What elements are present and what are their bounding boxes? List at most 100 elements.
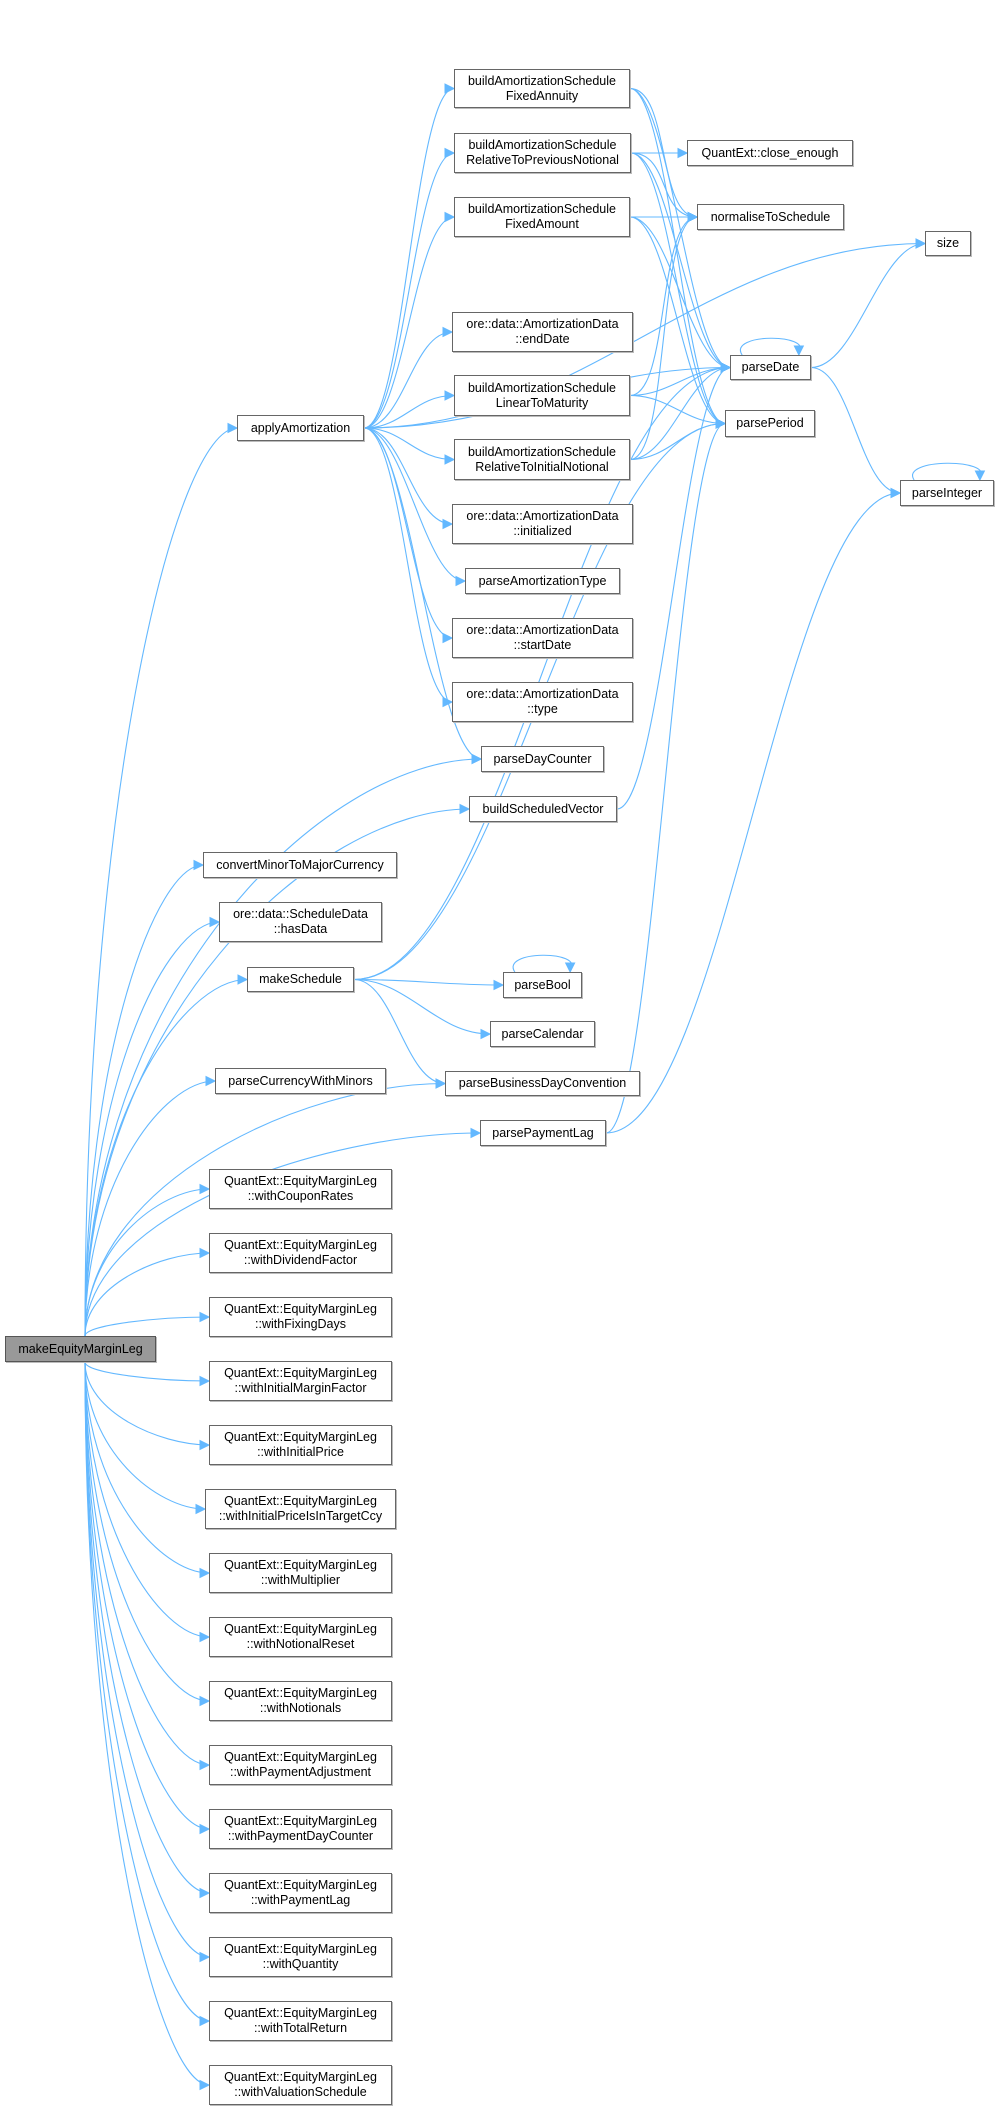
edge-arrowhead	[444, 454, 456, 465]
edge-linear-to-normalise	[629, 216, 698, 397]
node-label: QuantExt::EquityMarginLeg	[224, 1814, 377, 1828]
node-label: QuantExt::EquityMarginLeg	[224, 1878, 377, 1892]
node-label: QuantExt::EquityMarginLeg	[224, 2070, 377, 2084]
edge-applyAmort-to-startDate	[363, 427, 453, 639]
node-initialized[interactable]: ore::data::AmortizationData::initialized	[452, 504, 633, 544]
node-label: QuantExt::EquityMarginLeg	[224, 1366, 377, 1380]
node-label: parsePaymentLag	[492, 1125, 594, 1140]
edge-arrowhead	[199, 1631, 211, 1643]
edge-makeSchedule-to-parseCalendar	[353, 978, 491, 1035]
edge-arrowhead	[915, 238, 927, 249]
node-label: FixedAmount	[505, 217, 579, 231]
node-parse-calendar[interactable]: parseCalendar	[490, 1021, 595, 1047]
node-label: ::withNotionals	[259, 1701, 342, 1715]
node-build-scheduled-vector[interactable]: buildScheduledVector	[469, 796, 617, 822]
node-root[interactable]: makeEquityMarginLeg	[5, 1336, 156, 1362]
node-w-payment-adj[interactable]: QuantExt::EquityMarginLeg::withPaymentAd…	[209, 1745, 392, 1785]
node-w-payment-d-c[interactable]: QuantExt::EquityMarginLeg::withPaymentDa…	[209, 1809, 392, 1849]
node-label: ore::data::AmortizationData	[466, 317, 619, 331]
node-label: parseDayCounter	[493, 751, 592, 766]
node-close-enough[interactable]: QuantExt::close_enough	[687, 140, 853, 166]
node-w-dividend-factor[interactable]: QuantExt::EquityMarginLeg::withDividendF…	[209, 1233, 392, 1273]
edge-root-to-wInitialMarginFactor	[84, 1361, 210, 1382]
node-type[interactable]: ore::data::AmortizationData::type	[452, 682, 633, 722]
node-label: ::withCouponRates	[247, 1189, 354, 1203]
node-label: QuantExt::close_enough	[701, 145, 839, 160]
node-parse-amort-type[interactable]: parseAmortizationType	[465, 568, 620, 594]
node-w-initial-margin-factor[interactable]: QuantExt::EquityMarginLeg::withInitialMa…	[209, 1361, 392, 1401]
node-w-valuation-schedule[interactable]: QuantExt::EquityMarginLeg::withValuation…	[209, 2065, 392, 2105]
node-parse-day-counter[interactable]: parseDayCounter	[481, 746, 604, 772]
node-parse-date[interactable]: parseDate	[730, 355, 811, 380]
edge-arrowhead	[890, 487, 902, 499]
node-convert-minor[interactable]: convertMinorToMajorCurrency	[203, 852, 397, 878]
edge-arrowhead	[209, 916, 221, 928]
node-label: ::type	[527, 702, 558, 716]
node-normalise[interactable]: normaliseToSchedule	[697, 204, 844, 230]
edge-root-to-hasData	[84, 921, 220, 1337]
edge-root-to-wNotionalReset	[84, 1361, 210, 1638]
edge-root-to-wDividendFactor	[84, 1252, 210, 1337]
edge-root-to-wPaymentLag	[84, 1361, 210, 1894]
edge-relInit-to-parseDate	[629, 366, 731, 461]
node-label: ore::data::AmortizationData	[466, 623, 619, 637]
node-w-payment-lag[interactable]: QuantExt::EquityMarginLeg::withPaymentLa…	[209, 1873, 392, 1913]
node-label: ::endDate	[515, 332, 570, 346]
edge-root-to-wCouponRates	[84, 1188, 210, 1337]
node-label: ::withValuationSchedule	[234, 2085, 367, 2099]
node-parse-bool[interactable]: parseBool	[503, 972, 582, 998]
edge-arrowhead	[715, 418, 727, 429]
edge-root-to-buildScheduledVector	[84, 808, 470, 1337]
node-w-total-return[interactable]: QuantExt::EquityMarginLeg::withTotalRetu…	[209, 2001, 392, 2041]
node-label: parseDate	[741, 360, 800, 374]
node-make-schedule[interactable]: makeSchedule	[247, 967, 354, 992]
node-parse-period[interactable]: parsePeriod	[725, 410, 815, 437]
node-label: ore::data::AmortizationData	[466, 687, 619, 701]
edge-arrowhead	[199, 1759, 211, 1771]
edge-relPrev-to-normalise	[630, 152, 698, 218]
node-end-date[interactable]: ore::data::AmortizationData::endDate	[452, 312, 633, 352]
edge-arrowhead	[444, 211, 456, 223]
node-w-notional-reset[interactable]: QuantExt::EquityMarginLeg::withNotionalR…	[209, 1617, 392, 1657]
edge-arrowhead	[974, 470, 986, 482]
node-w-coupon-rates[interactable]: QuantExt::EquityMarginLeg::withCouponRat…	[209, 1169, 392, 1209]
node-label: buildScheduledVector	[482, 801, 604, 816]
node-label: ::withInitialPrice	[257, 1445, 344, 1459]
node-w-multiplier[interactable]: QuantExt::EquityMarginLeg::withMultiplie…	[209, 1553, 392, 1593]
node-label: buildAmortizationSchedule	[468, 138, 617, 152]
edge-applyAmort-to-initialized	[363, 427, 453, 525]
node-parse-currency[interactable]: parseCurrencyWithMinors	[215, 1068, 386, 1094]
node-w-notionals[interactable]: QuantExt::EquityMarginLeg::withNotionals	[209, 1681, 392, 1721]
edge-arrowhead	[195, 1503, 207, 1515]
node-label: QuantExt::EquityMarginLeg	[224, 1430, 377, 1444]
edge-arrowhead	[199, 1951, 211, 1963]
node-parse-integer[interactable]: parseInteger	[900, 480, 994, 506]
node-label: QuantExt::EquityMarginLeg	[224, 1302, 377, 1316]
node-has-data[interactable]: ore::data::ScheduleData::hasData	[219, 902, 382, 942]
edge-applyAmort-to-relPrev	[363, 152, 455, 429]
node-parse-b-d-c[interactable]: parseBusinessDayConvention	[445, 1071, 640, 1096]
node-start-date[interactable]: ore::data::AmortizationData::startDate	[452, 618, 633, 658]
node-label: makeEquityMarginLeg	[18, 1341, 143, 1356]
edge-arrowhead	[199, 1311, 211, 1323]
node-w-initial-price[interactable]: QuantExt::EquityMarginLeg::withInitialPr…	[209, 1425, 392, 1465]
node-size[interactable]: size	[925, 231, 971, 256]
node-w-fixing-days[interactable]: QuantExt::EquityMarginLeg::withFixingDay…	[209, 1297, 392, 1337]
edge-root-to-wQuantity	[84, 1361, 210, 1958]
node-apply-amort[interactable]: applyAmortization	[237, 415, 364, 441]
node-label: parseInteger	[911, 485, 983, 500]
node-w-quantity[interactable]: QuantExt::EquityMarginLeg::withQuantity	[209, 1937, 392, 1977]
edge-arrowhead	[471, 753, 483, 765]
edge-arrowhead	[442, 326, 454, 338]
edge-arrowhead	[442, 632, 454, 644]
edge-parsePaymentLag-to-parseInteger	[605, 492, 901, 1134]
node-w-initial-price-tgt[interactable]: QuantExt::EquityMarginLeg::withInitialPr…	[205, 1489, 396, 1529]
node-label: ::withQuantity	[262, 1957, 339, 1971]
node-parse-payment-lag[interactable]: parsePaymentLag	[480, 1120, 606, 1146]
